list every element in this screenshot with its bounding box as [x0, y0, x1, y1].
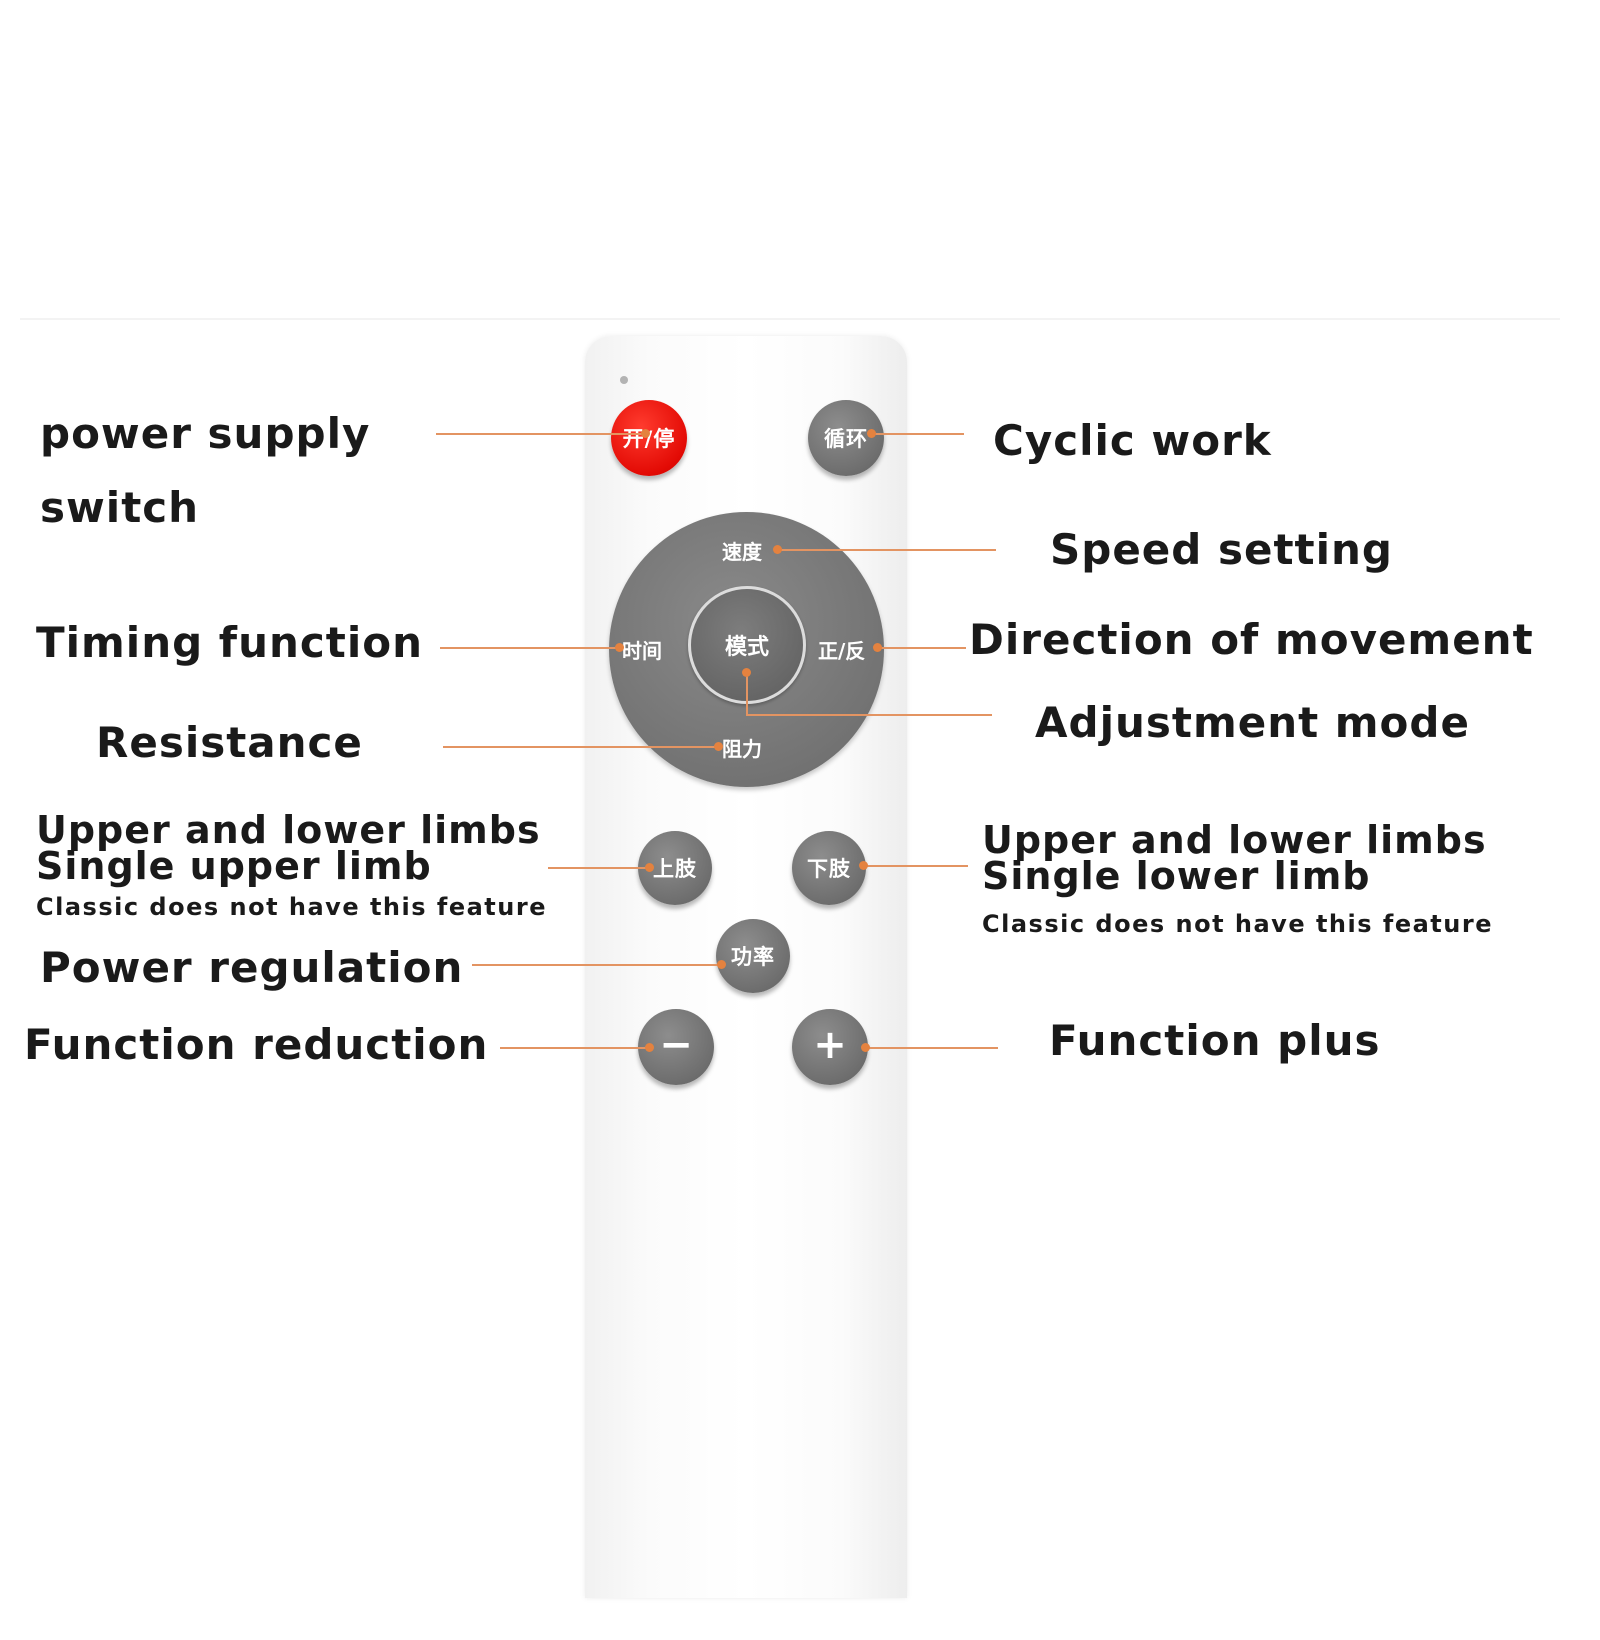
top-divider	[20, 318, 1560, 320]
label-resistance: Resistance	[96, 718, 363, 767]
power-level-button-label: 功率	[731, 945, 775, 969]
leader-dot-direction	[873, 643, 882, 652]
cycle-button[interactable]: 循环	[808, 400, 884, 476]
label-speed-setting: Speed setting	[1050, 525, 1393, 574]
leader-upper-limb	[548, 867, 650, 869]
label-cyclic-work: Cyclic work	[993, 416, 1272, 465]
speed-key[interactable]: 速度	[722, 540, 762, 564]
leader-dot-power	[641, 429, 650, 438]
leader-dot-lower-limb	[859, 861, 868, 870]
label-adjustment-mode: Adjustment mode	[1035, 698, 1470, 747]
timer-key[interactable]: 时间	[622, 639, 662, 663]
minus-button[interactable]: −	[638, 1009, 714, 1085]
power-level-button[interactable]: 功率	[716, 919, 790, 993]
label-function-reduction: Function reduction	[24, 1020, 489, 1069]
leader-mode	[746, 714, 992, 716]
leader-dot-plus	[861, 1043, 870, 1052]
leader-plus	[866, 1047, 998, 1049]
label-upper-limbs-line2: Single upper limb	[36, 844, 432, 888]
leader-dot-upper-limb	[645, 863, 654, 872]
leader-dot-power-level	[717, 960, 726, 969]
mode-button-label: 模式	[724, 635, 769, 660]
label-lower-limbs: Upper and lower limbs Single lower limb	[982, 818, 1487, 898]
leader-direction	[878, 647, 966, 649]
indicator-led	[620, 376, 628, 384]
leader-dot-mode	[742, 668, 751, 677]
label-lower-limbs-line2: Single lower limb	[982, 854, 1371, 898]
upper-limb-button-label: 上肢	[653, 857, 697, 881]
leader-dot-speed	[773, 545, 782, 554]
label-timing-function: Timing function	[36, 618, 423, 667]
leader-mode-vertical	[746, 672, 748, 715]
label-function-plus: Function plus	[1049, 1016, 1381, 1065]
resistance-key[interactable]: 阻力	[722, 737, 762, 761]
lower-limb-button-label: 下肢	[807, 857, 851, 881]
leader-cycle	[872, 433, 964, 435]
label-lower-limbs-note: Classic does not have this feature	[982, 910, 1493, 938]
label-direction-of-movement: Direction of movement	[969, 615, 1534, 664]
label-upper-limbs-note: Classic does not have this feature	[36, 893, 547, 921]
leader-timer	[440, 647, 620, 649]
lower-limb-button[interactable]: 下肢	[792, 831, 866, 905]
label-upper-limbs-line1: Upper and lower limbs	[36, 808, 541, 852]
leader-power	[436, 433, 646, 435]
label-power-supply-switch: power supply switch	[40, 397, 370, 545]
cycle-button-label: 循环	[824, 427, 868, 451]
plus-icon: +	[813, 1022, 847, 1068]
label-power-supply-line1: power supply	[40, 409, 371, 458]
label-upper-limbs: Upper and lower limbs Single upper limb	[36, 808, 541, 888]
label-power-supply-line2: switch	[40, 483, 200, 532]
plus-button[interactable]: +	[792, 1009, 868, 1085]
label-lower-limbs-line1: Upper and lower limbs	[982, 818, 1487, 862]
leader-dot-resistance	[714, 742, 723, 751]
leader-lower-limb	[864, 865, 968, 867]
leader-power-level	[472, 964, 722, 966]
power-button-label: 开/停	[622, 427, 676, 451]
label-power-regulation: Power regulation	[40, 943, 464, 992]
leader-resistance	[443, 746, 719, 748]
minus-icon: −	[659, 1022, 693, 1068]
leader-dot-minus	[645, 1043, 654, 1052]
leader-dot-cycle	[867, 429, 876, 438]
leader-minus	[500, 1047, 650, 1049]
leader-dot-timer	[615, 643, 624, 652]
power-button[interactable]: 开/停	[611, 400, 687, 476]
leader-speed	[778, 549, 996, 551]
direction-key[interactable]: 正/反	[818, 639, 866, 663]
